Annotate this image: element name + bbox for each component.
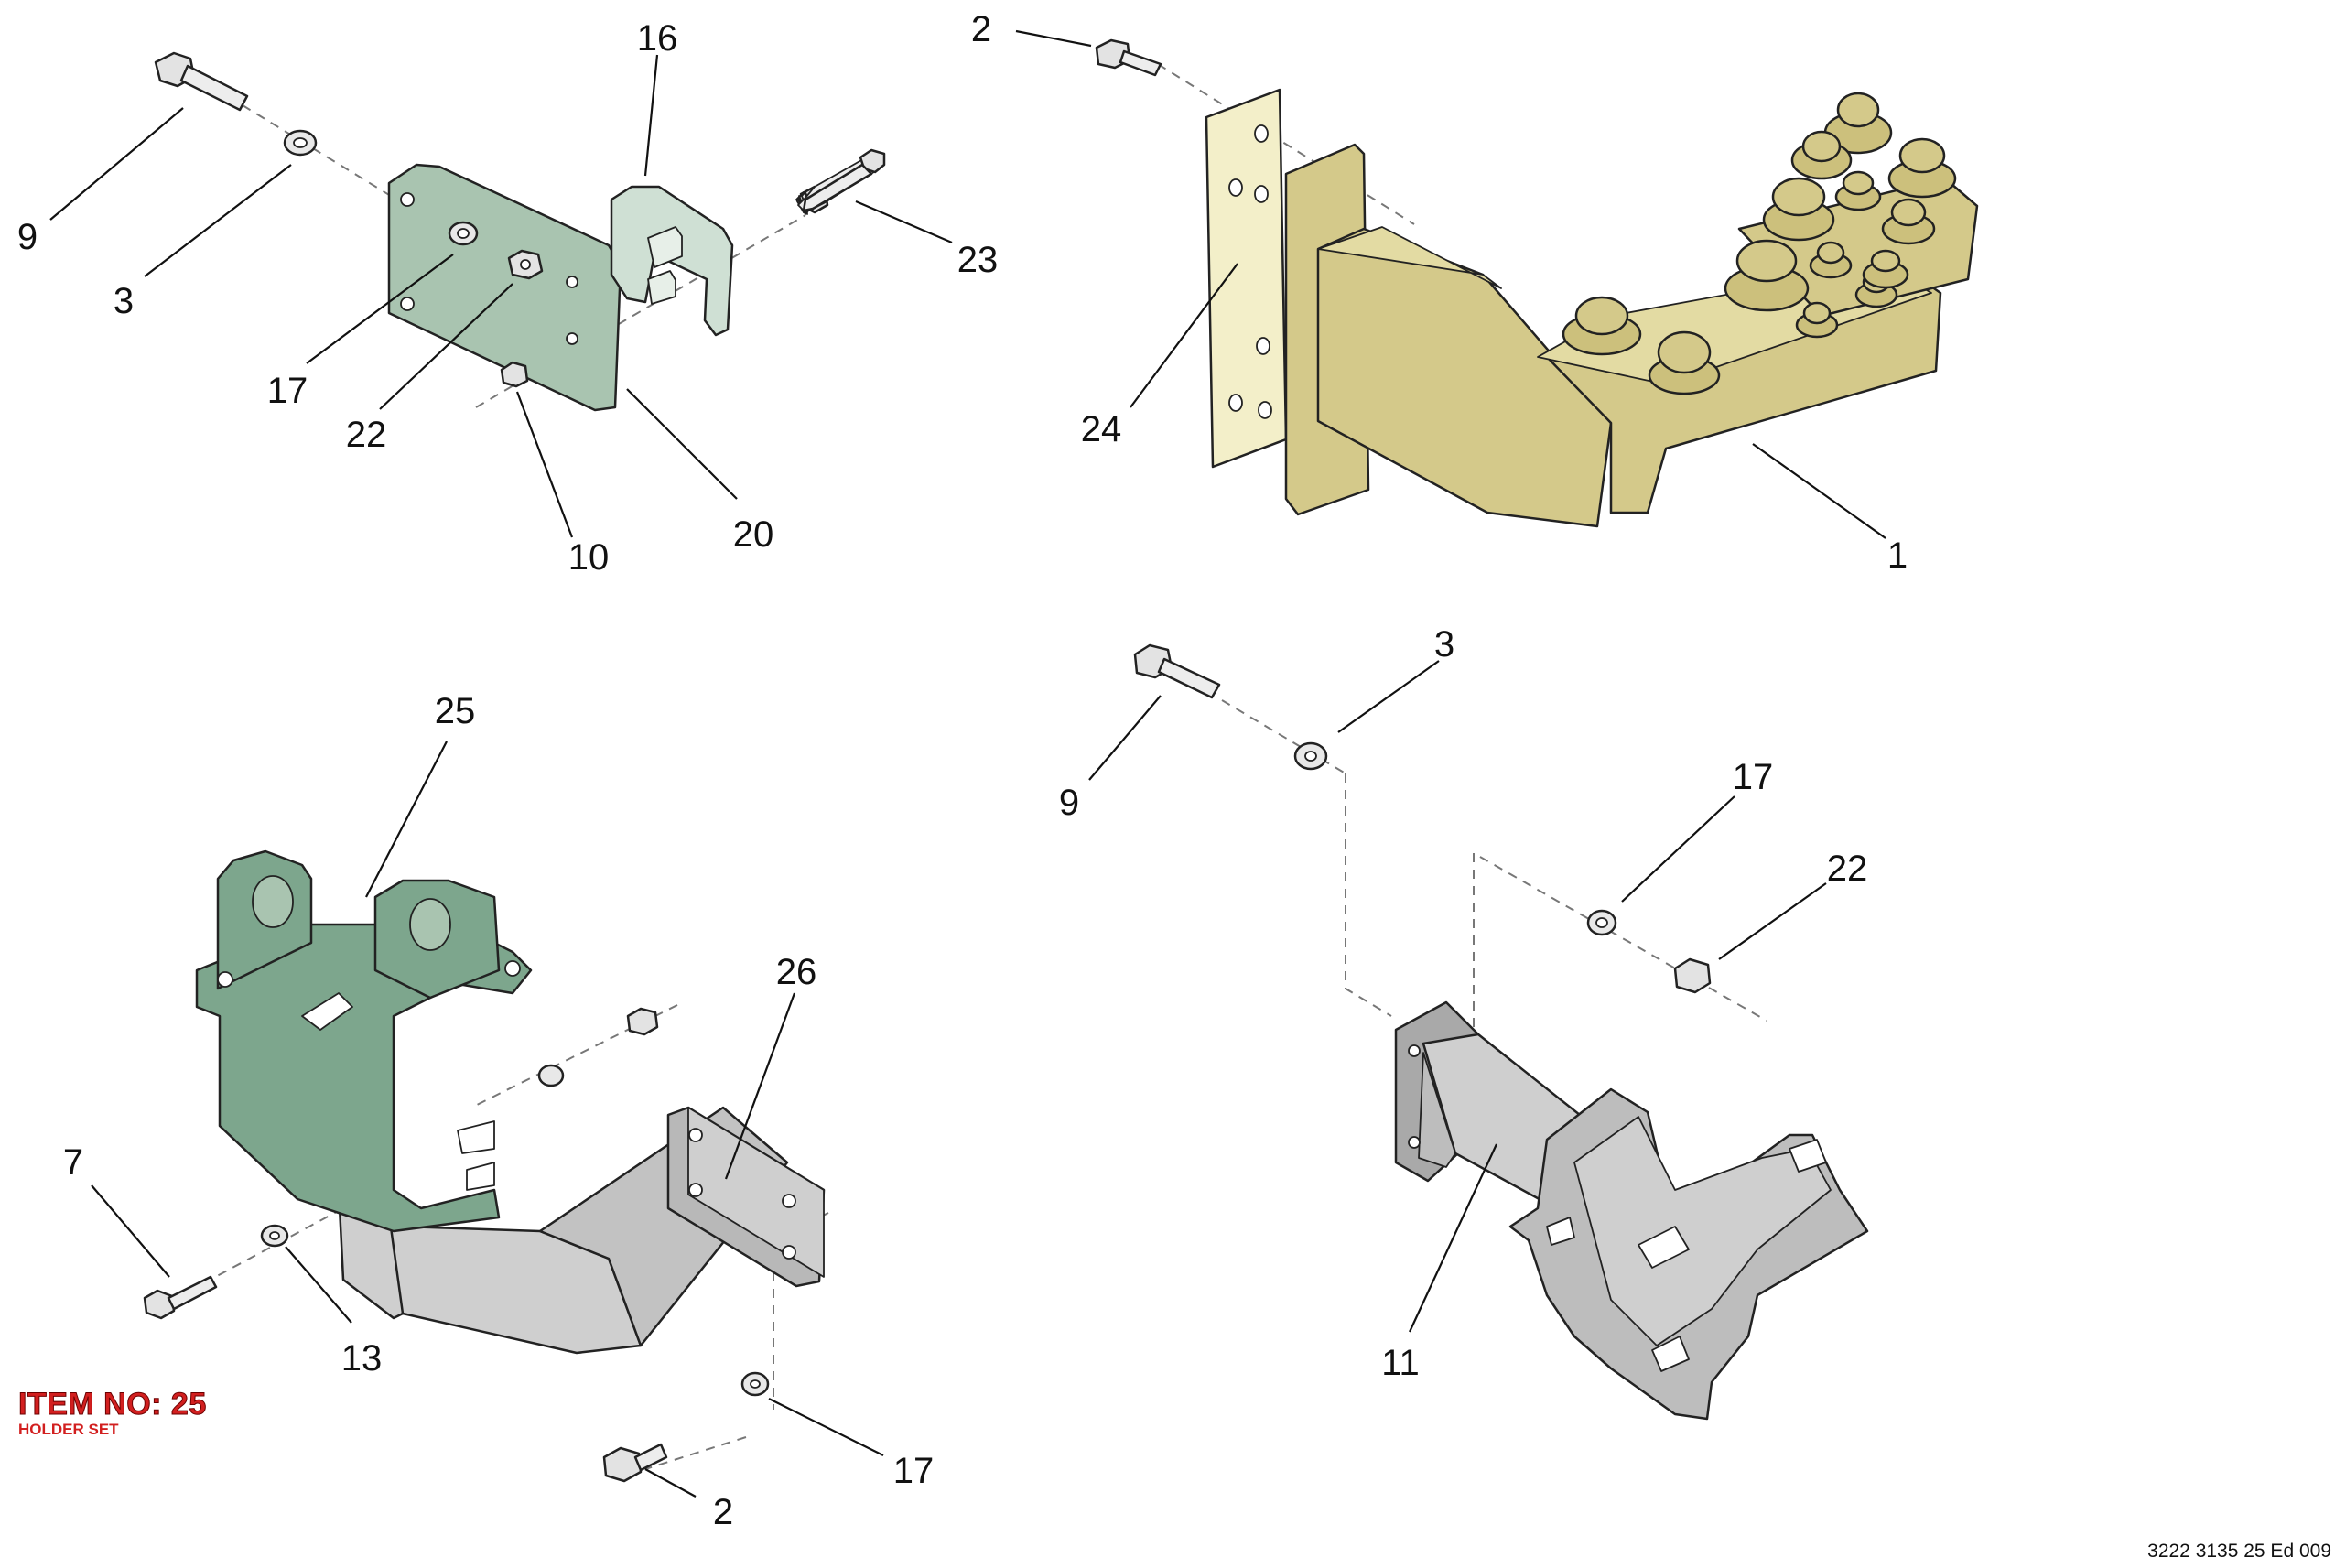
callout-23: 23	[957, 240, 999, 280]
washer-part-17-right	[1586, 909, 1617, 936]
item-label-block: ITEM NO: 25 HOLDER SET	[18, 1388, 207, 1439]
washer-part-17-bottom	[740, 1371, 770, 1397]
assembly-bottom-right: 3 9 17 22 11	[1059, 624, 1869, 1421]
bolt-part-9	[154, 51, 249, 112]
callout-26: 26	[776, 952, 817, 992]
fittings-cluster	[1562, 92, 1957, 395]
callout-17-right: 17	[1733, 757, 1774, 797]
holder-part-11	[1394, 1000, 1869, 1421]
callout-10: 10	[568, 537, 610, 578]
callout-2-top: 2	[971, 9, 991, 49]
item-description: HOLDER SET	[18, 1421, 119, 1438]
callout-11: 11	[1381, 1343, 1420, 1383]
washer-part-3-bottom	[1293, 741, 1328, 771]
callout-16: 16	[637, 18, 678, 59]
leaders-bottom-left	[91, 741, 884, 1498]
nut-part-small	[626, 1007, 659, 1036]
bracket-part-25	[195, 849, 533, 1233]
callout-7: 7	[63, 1142, 83, 1183]
callout-13: 13	[341, 1338, 383, 1379]
bolt-part-2	[1095, 38, 1162, 77]
callout-17-bottom: 17	[893, 1451, 935, 1491]
bolt-part-9-bottom	[1133, 643, 1221, 699]
nut-part-10	[500, 361, 529, 388]
nut-part-22	[507, 249, 544, 280]
callout-20: 20	[733, 514, 774, 555]
bracket-part-16	[610, 185, 734, 337]
bolt-23-shaft-straight	[802, 163, 873, 212]
callout-2-bottom: 2	[713, 1492, 733, 1532]
leaders-top-left	[49, 54, 953, 538]
nut-part-22-right	[1673, 957, 1712, 994]
bolt-part-7	[143, 1275, 218, 1320]
washer-part-17	[448, 221, 479, 246]
callout-22-right: 22	[1827, 849, 1868, 889]
block-part-1	[1284, 92, 1979, 528]
document-reference: 3222 3135 25 Ed 009	[2147, 1541, 2331, 1562]
callout-22: 22	[346, 415, 387, 455]
callout-24: 24	[1081, 409, 1122, 449]
washer-part-13	[260, 1224, 289, 1248]
washer-part-3	[283, 129, 318, 157]
callout-25: 25	[435, 691, 476, 731]
callout-9-right: 9	[1059, 783, 1079, 823]
leaders-top-right	[1015, 29, 1886, 539]
assembly-bottom-left: 25 26 7 13 17 2	[63, 691, 934, 1532]
callout-3: 3	[114, 281, 134, 321]
assembly-top-right: 2 24 1	[971, 9, 1979, 576]
callout-1: 1	[1887, 535, 1908, 576]
callout-9: 9	[17, 217, 38, 257]
holder-part-26	[337, 1106, 826, 1355]
callout-17: 17	[267, 371, 308, 411]
plate-part-24	[1205, 88, 1288, 469]
bolt-part-2-bottom	[602, 1443, 668, 1483]
washer-part-mid	[537, 1064, 565, 1087]
assembly-top-left: 16 9 3 23 17 22 10 20	[17, 18, 998, 578]
callout-3-right: 3	[1434, 624, 1454, 665]
leaders-bottom-right	[1088, 660, 1827, 1333]
item-number-title: ITEM NO: 25	[18, 1387, 207, 1422]
